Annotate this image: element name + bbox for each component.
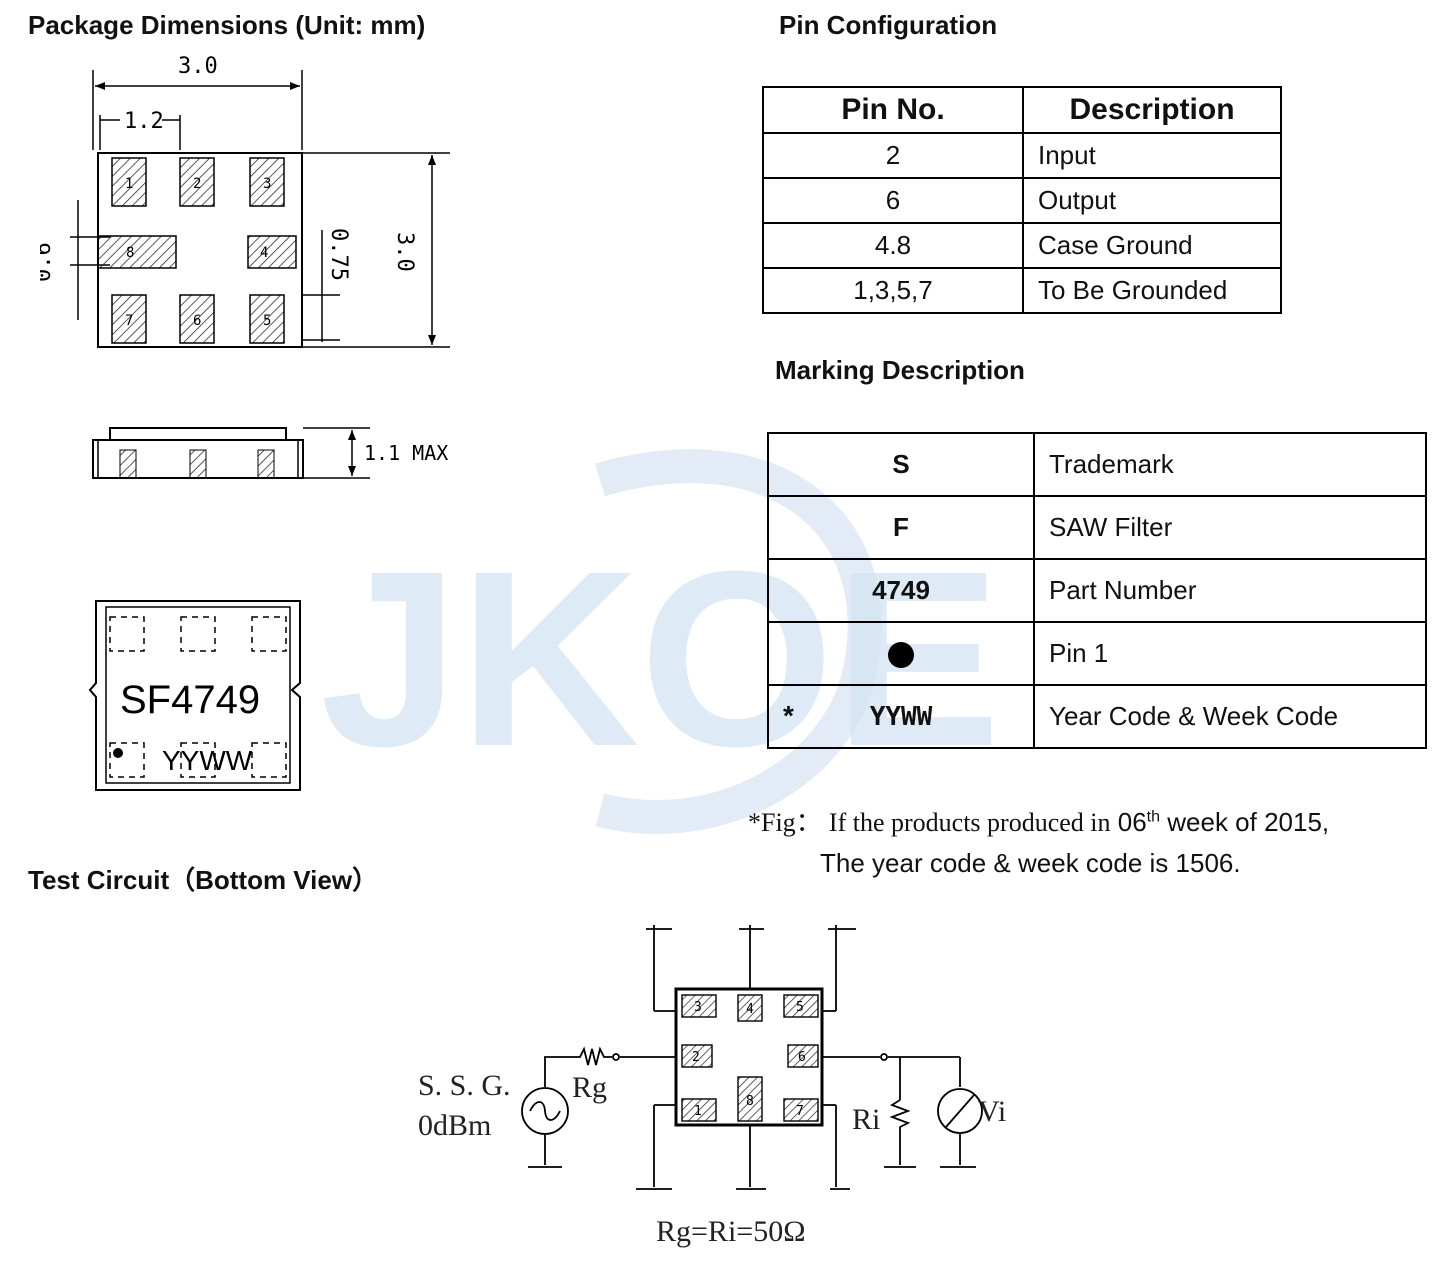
table-row: 4.8 Case Ground xyxy=(762,222,1282,269)
pin-description-cell: Input xyxy=(1022,132,1282,179)
circuit-pin-label: 5 xyxy=(796,1000,804,1015)
table-row: 1,3,5,7 To Be Grounded xyxy=(762,267,1282,314)
pad-width-dimension-label: 0.6 xyxy=(40,242,56,282)
table-row: 6 Output xyxy=(762,177,1282,224)
test-circuit-diagram: 3 4 5 2 6 1 8 7 S. S. G. 0dBm Rg Ri Vi R… xyxy=(418,925,1006,1248)
package-outline-drawing: 3.0 1.2 3.0 0.75 0.6 1 2 3 8 4 7 6 5 xyxy=(40,54,450,479)
note-week-suffix: th xyxy=(1146,808,1161,826)
table-row: 4749 Part Number xyxy=(767,558,1427,623)
year-week-code: YYWW xyxy=(869,702,933,732)
pin-description-cell: Case Ground xyxy=(1022,222,1282,269)
note-line2: The year code & week code is 1506. xyxy=(820,848,1241,878)
package-dimensions-heading: Package Dimensions (Unit: mm) xyxy=(28,10,426,40)
table-header-row: Pin No. Description xyxy=(762,86,1282,134)
circuit-pin-label: 6 xyxy=(798,1050,806,1065)
marking-description-cell: Year Code & Week Code xyxy=(1033,684,1427,749)
pad-dimension-label: 0.75 xyxy=(326,228,351,281)
width-dimension-label: 3.0 xyxy=(178,54,218,79)
circuit-pin-label: 2 xyxy=(692,1050,700,1065)
vi-label: Vi xyxy=(978,1095,1006,1128)
table-row: 2 Input xyxy=(762,132,1282,179)
marking-description-cell: Part Number xyxy=(1033,558,1427,623)
marking-description-table: S Trademark F SAW Filter 4749 Part Numbe… xyxy=(767,432,1427,749)
rg-label: Rg xyxy=(572,1071,607,1104)
pad-label: 7 xyxy=(125,313,133,329)
ri-label: Ri xyxy=(852,1103,880,1136)
note-fig-prefix: *Fig： xyxy=(748,808,822,837)
pad-label: 4 xyxy=(260,245,268,261)
pin-configuration-heading: Pin Configuration xyxy=(779,10,998,40)
top-marking-drawing: SF4749 YYWW xyxy=(88,600,301,791)
circuit-pin-label: 8 xyxy=(746,1094,754,1109)
marking-code-cell: * YYWW xyxy=(767,684,1035,749)
circuit-pin-label: 7 xyxy=(796,1104,804,1119)
pad-label: 1 xyxy=(125,176,133,192)
height-dimension-label: 3.0 xyxy=(392,232,417,272)
marking-code-cell: F xyxy=(767,495,1035,560)
pin1-dot-icon xyxy=(888,642,914,669)
pin-no-header: Pin No. xyxy=(762,86,1024,134)
source-level-label: 0dBm xyxy=(418,1109,491,1142)
circuit-pin-label: 3 xyxy=(694,1000,702,1015)
pin-configuration-table: Pin No. Description 2 Input 6 Output 4.8… xyxy=(762,86,1282,314)
asterisk-mark: * xyxy=(783,700,794,731)
note-line1-end: week of 2015, xyxy=(1167,807,1330,837)
source-label: S. S. G. xyxy=(418,1069,511,1102)
part-number-marking: SF4749 xyxy=(120,678,260,722)
pin-number-cell: 6 xyxy=(762,177,1024,224)
pad-label: 2 xyxy=(193,176,201,192)
note-week: 06 xyxy=(1117,807,1147,837)
pad-label: 8 xyxy=(126,245,134,261)
marking-code-cell: 4749 xyxy=(767,558,1035,623)
marking-code-cell xyxy=(767,621,1035,686)
table-row: Pin 1 xyxy=(767,621,1427,686)
pin-number-cell: 2 xyxy=(762,132,1024,179)
marking-description-cell: SAW Filter xyxy=(1033,495,1427,560)
table-row: F SAW Filter xyxy=(767,495,1427,560)
pin-number-cell: 4.8 xyxy=(762,222,1024,269)
resistance-equation: Rg=Ri=50Ω xyxy=(656,1215,806,1248)
test-circuit-heading: Test Circuit（Bottom View） xyxy=(28,865,379,895)
pin-number-cell: 1,3,5,7 xyxy=(762,267,1024,314)
pin-description-cell: To Be Grounded xyxy=(1022,267,1282,314)
pitch-dimension-label: 1.2 xyxy=(124,109,164,134)
pin-description-cell: Output xyxy=(1022,177,1282,224)
pad-label: 3 xyxy=(263,176,271,192)
note-line1-text: If the products produced in xyxy=(828,808,1111,837)
pin1-dot xyxy=(113,748,123,758)
date-code-note: *Fig： If the products produced in 06th w… xyxy=(748,802,1329,839)
table-row: S Trademark xyxy=(767,432,1427,497)
circuit-pin-label: 4 xyxy=(746,1002,754,1017)
pad-label: 5 xyxy=(263,313,271,329)
circuit-pin-label: 1 xyxy=(694,1104,702,1119)
table-row: * YYWW Year Code & Week Code xyxy=(767,684,1427,749)
marking-description-cell: Trademark xyxy=(1033,432,1427,497)
thickness-dimension-label: 1.1 MAX xyxy=(364,441,448,465)
marking-code-cell: S xyxy=(767,432,1035,497)
date-code-marking: YYWW xyxy=(162,745,253,776)
marking-description-heading: Marking Description xyxy=(775,355,1025,385)
description-header: Description xyxy=(1022,86,1282,134)
marking-description-cell: Pin 1 xyxy=(1033,621,1427,686)
pad-label: 6 xyxy=(193,313,201,329)
